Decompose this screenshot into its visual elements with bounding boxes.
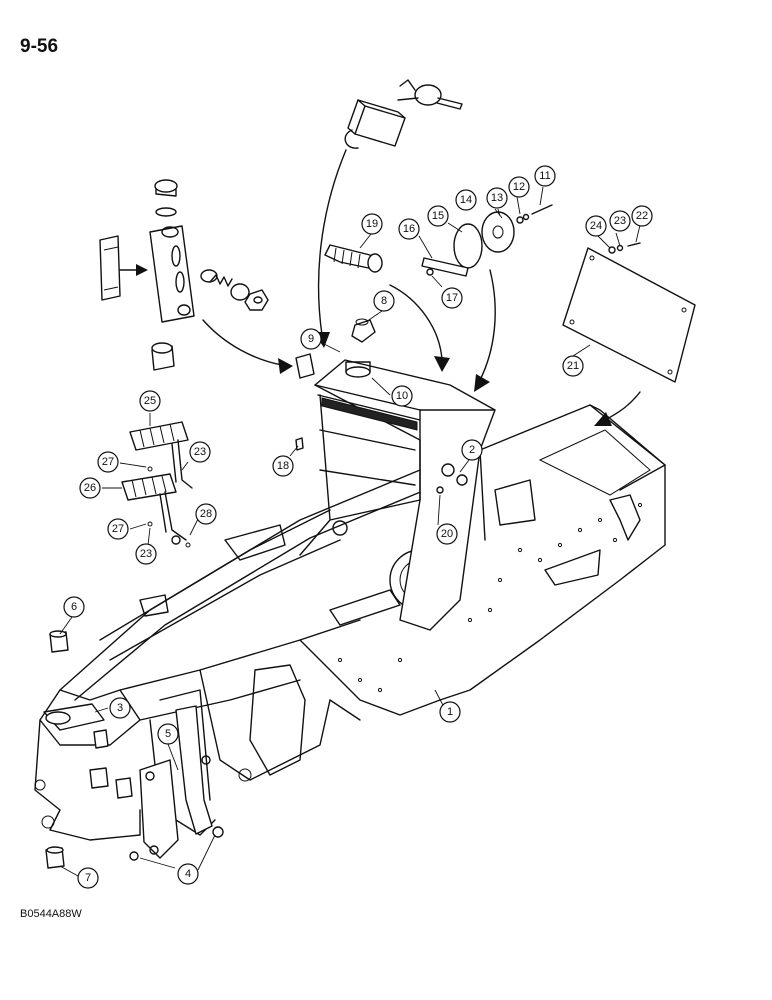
svg-text:3: 3: [117, 702, 123, 714]
svg-text:13: 13: [491, 192, 503, 204]
svg-text:26: 26: [84, 482, 96, 494]
svg-text:20: 20: [441, 528, 453, 540]
valve-block-assembly: [99, 179, 269, 371]
callout-22: 22: [631, 205, 653, 227]
svg-text:17: 17: [446, 292, 458, 304]
callout-8: 8: [373, 290, 395, 312]
side-panel: [562, 247, 696, 383]
callout-20: 20: [436, 523, 458, 545]
svg-text:25: 25: [144, 395, 156, 407]
callout-9: 9: [300, 328, 322, 350]
svg-text:21: 21: [567, 360, 579, 372]
main-frame: [34, 404, 666, 841]
svg-text:16: 16: [403, 223, 415, 235]
svg-text:28: 28: [200, 508, 212, 520]
svg-text:5: 5: [165, 728, 171, 740]
svg-text:23: 23: [194, 446, 206, 458]
svg-text:8: 8: [381, 295, 387, 307]
page-number: 9-56: [20, 36, 59, 57]
figure-code: B0544A88W: [20, 908, 82, 920]
svg-text:18: 18: [277, 460, 289, 472]
svg-text:19: 19: [366, 218, 378, 230]
assembly-arrows: [119, 149, 641, 426]
svg-text:14: 14: [460, 194, 472, 206]
svg-text:22: 22: [636, 210, 648, 222]
svg-text:4: 4: [185, 868, 191, 880]
svg-text:11: 11: [539, 170, 550, 182]
callout-11: 11: [534, 165, 556, 187]
svg-text:12: 12: [513, 181, 525, 193]
callout-12: 12: [508, 176, 530, 198]
callout-10: 10: [391, 385, 413, 407]
svg-text:6: 6: [71, 601, 77, 613]
callout-27-upper: 27: [97, 451, 119, 473]
callout-15: 15: [427, 205, 449, 227]
callout-25: 25: [139, 390, 161, 412]
filter-and-cover-parts: [295, 204, 641, 451]
callout-16: 16: [398, 218, 420, 240]
callout-23-pedal: 23: [189, 441, 211, 463]
callout-23-lower: 23: [135, 543, 157, 565]
callout-3: 3: [109, 697, 131, 719]
svg-text:2: 2: [469, 444, 475, 456]
svg-text:24: 24: [590, 220, 602, 232]
svg-text:10: 10: [396, 390, 408, 402]
callout-5: 5: [157, 723, 179, 745]
svg-text:7: 7: [85, 872, 91, 884]
callout-18: 18: [272, 455, 294, 477]
callout-28: 28: [195, 503, 217, 525]
callout-26: 26: [79, 477, 101, 499]
callout-21: 21: [562, 355, 584, 377]
svg-text:1: 1: [447, 706, 453, 718]
front-linkage: [43, 630, 224, 869]
callout-23-top: 23: [609, 210, 631, 232]
callout-4: 4: [177, 863, 199, 885]
fuel-tank-tower: [299, 359, 496, 631]
pedal-assembly: [121, 421, 193, 548]
callout-6: 6: [63, 596, 85, 618]
callout-7: 7: [77, 867, 99, 889]
svg-text:23: 23: [614, 215, 626, 227]
callout-2: 2: [461, 439, 483, 461]
callout-27-lower: 27: [107, 518, 129, 540]
svg-text:23: 23: [140, 548, 152, 560]
svg-text:9: 9: [308, 333, 314, 345]
callout-13: 13: [486, 187, 508, 209]
callout-1: 1: [439, 701, 461, 723]
svg-text:15: 15: [432, 210, 444, 222]
callout-24: 24: [585, 215, 607, 237]
svg-text:27: 27: [102, 456, 114, 468]
callout-14: 14: [455, 189, 477, 211]
svg-text:27: 27: [112, 523, 124, 535]
callout-17: 17: [441, 287, 463, 309]
callout-19: 19: [361, 213, 383, 235]
padlock-and-key: [344, 79, 463, 149]
